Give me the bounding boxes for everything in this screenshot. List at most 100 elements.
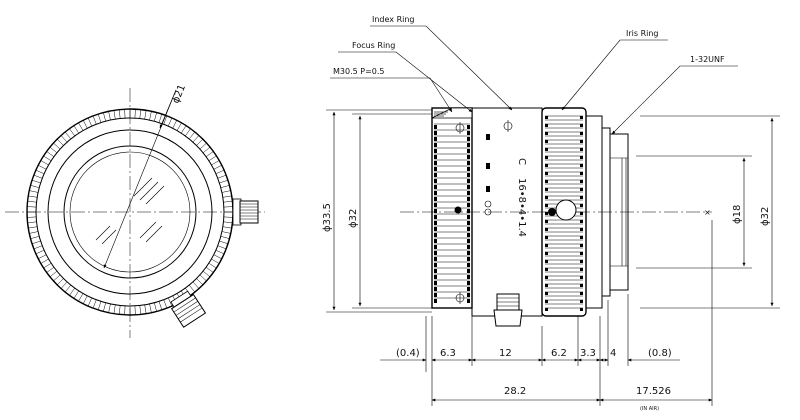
iris-groove-shadow [545, 116, 548, 119]
index-marks [486, 134, 490, 192]
dim-d1: 6.3 [440, 348, 456, 359]
aperture-engraving: 16•8•4•1.4 [516, 178, 527, 237]
iris-groove-shadow [545, 140, 548, 143]
iris-groove-shadow [545, 260, 548, 263]
iris-groove-shadow [545, 268, 548, 271]
iris-groove-shadow [545, 284, 548, 287]
knurl-tick [27, 221, 37, 224]
focus-groove-shadow [467, 233, 470, 237]
focus-groove-shadow [467, 245, 470, 249]
knurl-tick [35, 169, 45, 174]
knurl-tick [69, 128, 75, 137]
callout-leaders [330, 25, 738, 135]
knurl-tick [30, 185, 40, 188]
iris-groove-shadow [580, 220, 583, 223]
iris-groove-shadow [545, 236, 548, 239]
iris-groove-shadow [580, 124, 583, 127]
iris-groove-shadow [545, 276, 548, 279]
knurl-tick [29, 231, 39, 234]
iris-groove-shadow [580, 236, 583, 239]
dim-flange: 17.526 [636, 386, 671, 397]
knurl-tick [208, 262, 217, 269]
iris-groove-shadow [580, 252, 583, 255]
knurl-tick [83, 120, 88, 129]
knurl-tick [222, 195, 232, 198]
axis-end-mark: × [704, 208, 711, 217]
knurl-tick [31, 179, 41, 184]
focus-groove-shadow [434, 257, 437, 261]
focus-groove-shadow [467, 143, 470, 147]
iris-groove-shadow [545, 292, 548, 295]
mount-thread [609, 133, 629, 291]
dim-d2: 12 [499, 348, 512, 359]
knurl-tick [144, 110, 147, 120]
focus-groove-shadow [434, 299, 437, 303]
knurl-tick [176, 122, 182, 131]
knurl-tick [53, 142, 61, 150]
knurl-tick [213, 254, 222, 259]
focus-groove-shadow [467, 149, 470, 153]
focus-groove-shadow [467, 173, 470, 177]
iris-groove-shadow [545, 164, 548, 167]
knurl-tick [149, 303, 152, 313]
knurl-tick [205, 267, 214, 273]
knurl-tick [103, 112, 106, 122]
iris-groove-shadow [580, 228, 583, 231]
focus-groove-shadow [434, 215, 437, 219]
focus-groove-shadow [467, 131, 470, 135]
iris-groove-shadow [545, 172, 548, 175]
iris-groove-shadow [545, 124, 548, 127]
knurl-tick [30, 236, 40, 239]
dim-d0: (0.4) [396, 348, 420, 359]
knurl-tick [163, 299, 168, 309]
callout-iris-ring: Iris Ring [626, 29, 659, 38]
knurl-tick [43, 155, 52, 162]
knurl-tick [188, 131, 196, 140]
iris-groove-shadow [580, 148, 583, 151]
iris-groove-shadow [545, 204, 548, 207]
knurl-tick [46, 151, 55, 157]
focus-groove-shadow [467, 137, 470, 141]
knurl-tick [35, 250, 45, 255]
knurl-tick [29, 190, 39, 193]
knurl-tick [139, 305, 142, 315]
dim-diameter-rear: ϕ32 [760, 207, 771, 226]
iris-groove-shadow [580, 172, 583, 175]
iris-groove-shadow [580, 308, 583, 311]
knurl-tick [28, 226, 38, 229]
knurl-tick [87, 117, 92, 127]
knurl-tick [219, 240, 229, 245]
knurl-tick [108, 303, 111, 313]
horizontal-dimension-lines [380, 220, 713, 406]
focus-groove-shadow [434, 245, 437, 249]
iris-groove-shadow [580, 292, 583, 295]
knurl-tick [213, 165, 222, 170]
knurl-tick [118, 305, 121, 315]
knurl-tick [64, 284, 72, 293]
knurl-tick [38, 165, 47, 170]
knurl-tick [53, 274, 61, 282]
iris-groove-shadow [580, 284, 583, 287]
focus-groove-shadow [467, 281, 470, 285]
iris-groove-shadow [580, 180, 583, 183]
focus-groove-shadow [467, 215, 470, 219]
front-diameter-leader [103, 89, 177, 269]
knurl-tick [33, 174, 43, 179]
index-lock-icon [503, 120, 513, 132]
knurl-tick [92, 115, 97, 125]
knurl-tick [56, 138, 64, 146]
vertical-dimension-lines [326, 109, 780, 313]
focus-groove-shadow [434, 281, 437, 285]
knurl-tick [78, 122, 84, 131]
knurl-tick [113, 304, 116, 314]
iris-groove-shadow [545, 156, 548, 159]
focus-groove-shadow [434, 179, 437, 183]
knurl-tick [172, 120, 177, 129]
knurl-tick [92, 299, 97, 309]
iris-groove-shadow [580, 204, 583, 207]
focus-groove-shadow [467, 293, 470, 297]
knurl-tick [208, 155, 217, 162]
dim-d3: 6.2 [551, 348, 567, 359]
knurl-tick [192, 281, 200, 289]
front-knurl-inner [35, 117, 225, 307]
